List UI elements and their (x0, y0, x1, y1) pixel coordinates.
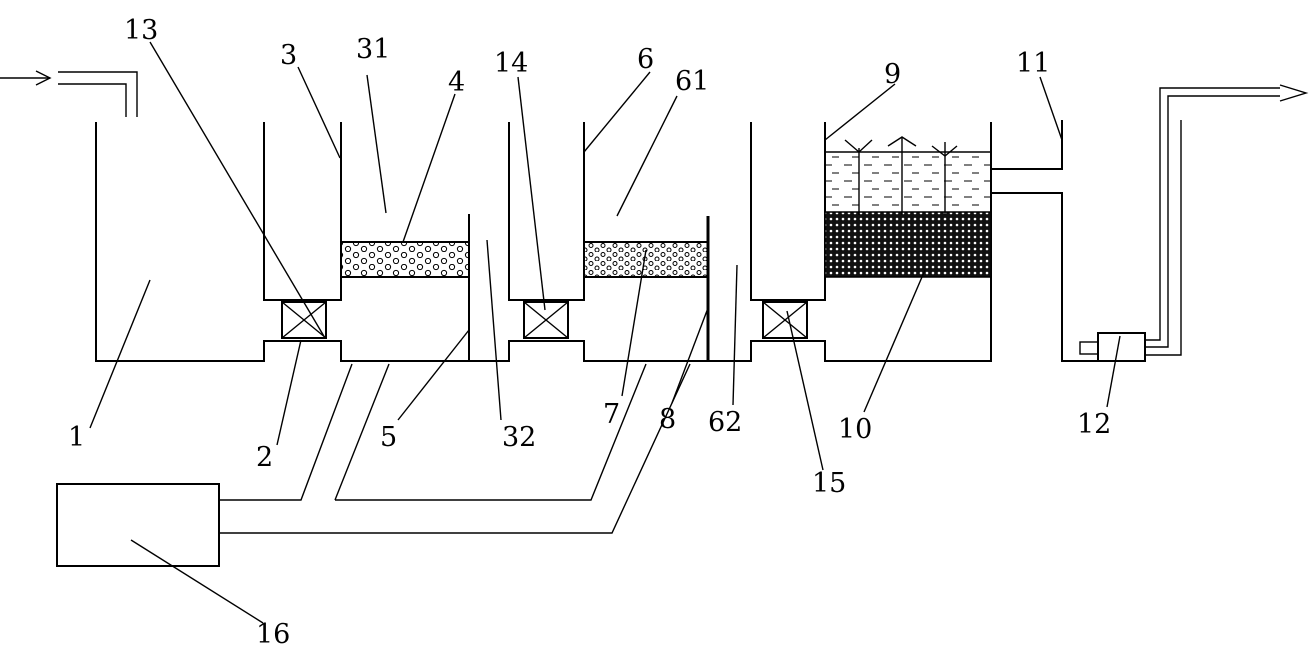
tank-outline (95, 122, 992, 362)
valve-13 (281, 301, 327, 339)
filter-layer-7 (583, 241, 709, 278)
filter-layer-4 (340, 241, 470, 278)
label-1: 1 (68, 422, 85, 453)
controller-16 (56, 483, 220, 567)
label-11: 11 (1016, 48, 1050, 79)
label-32: 32 (502, 422, 536, 453)
overflow-pipe-11 (991, 120, 1098, 362)
label-3: 3 (280, 40, 297, 71)
label-13: 13 (124, 15, 158, 46)
label-62: 62 (708, 407, 742, 438)
label-16: 16 (256, 619, 290, 649)
label-15: 15 (812, 468, 846, 499)
label-31: 31 (356, 34, 390, 65)
label-9: 9 (884, 59, 901, 90)
outlet-pipe (1145, 84, 1309, 356)
valve-14 (523, 301, 569, 339)
valve-15 (762, 301, 808, 339)
label-14: 14 (494, 48, 528, 79)
water-layer-9 (825, 152, 991, 212)
label-5: 5 (380, 422, 397, 453)
label-4: 4 (448, 67, 465, 98)
label-8: 8 (659, 404, 676, 435)
label-12: 12 (1077, 409, 1111, 440)
label-6: 6 (637, 44, 654, 75)
label-2: 2 (256, 442, 273, 473)
label-61: 61 (675, 66, 709, 97)
leader-lines (89, 41, 1121, 624)
control-lines (219, 363, 691, 534)
plants (844, 136, 958, 215)
label-7: 7 (603, 399, 620, 430)
substrate-layer-10 (824, 211, 992, 278)
label-10: 10 (838, 414, 872, 445)
inlet-pipe (0, 70, 138, 117)
pump-12 (1079, 332, 1146, 362)
